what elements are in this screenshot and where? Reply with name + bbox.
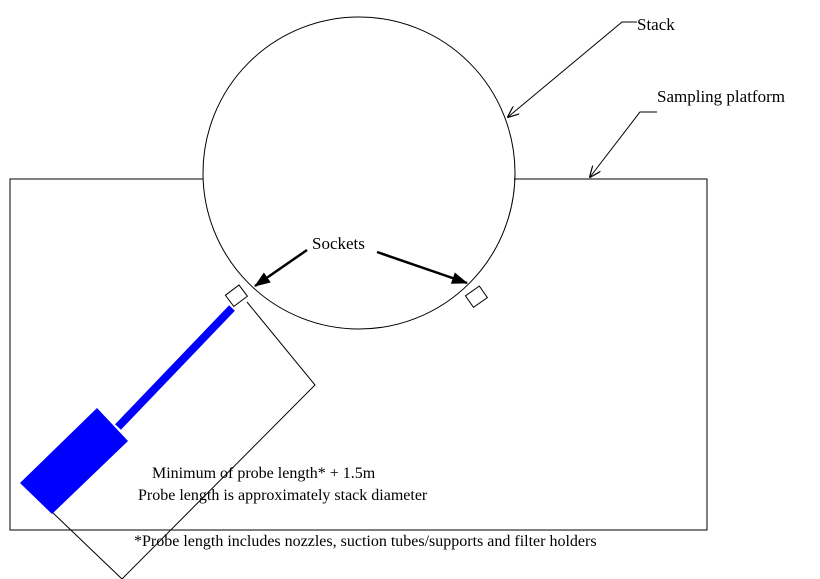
clearance-envelope	[121, 301, 316, 579]
sockets-arrow-left	[254, 248, 308, 288]
clearance-label-line2: Probe length is approximately stack diam…	[138, 487, 428, 504]
stack-label: Stack	[637, 15, 675, 34]
footnote-label: *Probe length includes nozzles, suction …	[134, 533, 597, 550]
sampling-platform-label: Sampling platform	[657, 87, 785, 106]
stack-circle	[202, 16, 516, 330]
socket-right	[464, 285, 489, 309]
clearance-envelope-lower	[51, 511, 123, 579]
platform-leader-arrow	[590, 111, 657, 177]
sockets-label: Sockets	[312, 234, 365, 253]
sockets-arrow-right	[376, 250, 468, 285]
socket-left	[224, 284, 249, 308]
clearance-label-line1: Minimum of probe length* + 1.5m	[152, 465, 376, 482]
probe-shaft	[115, 305, 235, 430]
stack-leader-arrow	[508, 21, 637, 117]
probe-body	[20, 408, 128, 514]
sampling-platform-outline	[9, 178, 708, 531]
